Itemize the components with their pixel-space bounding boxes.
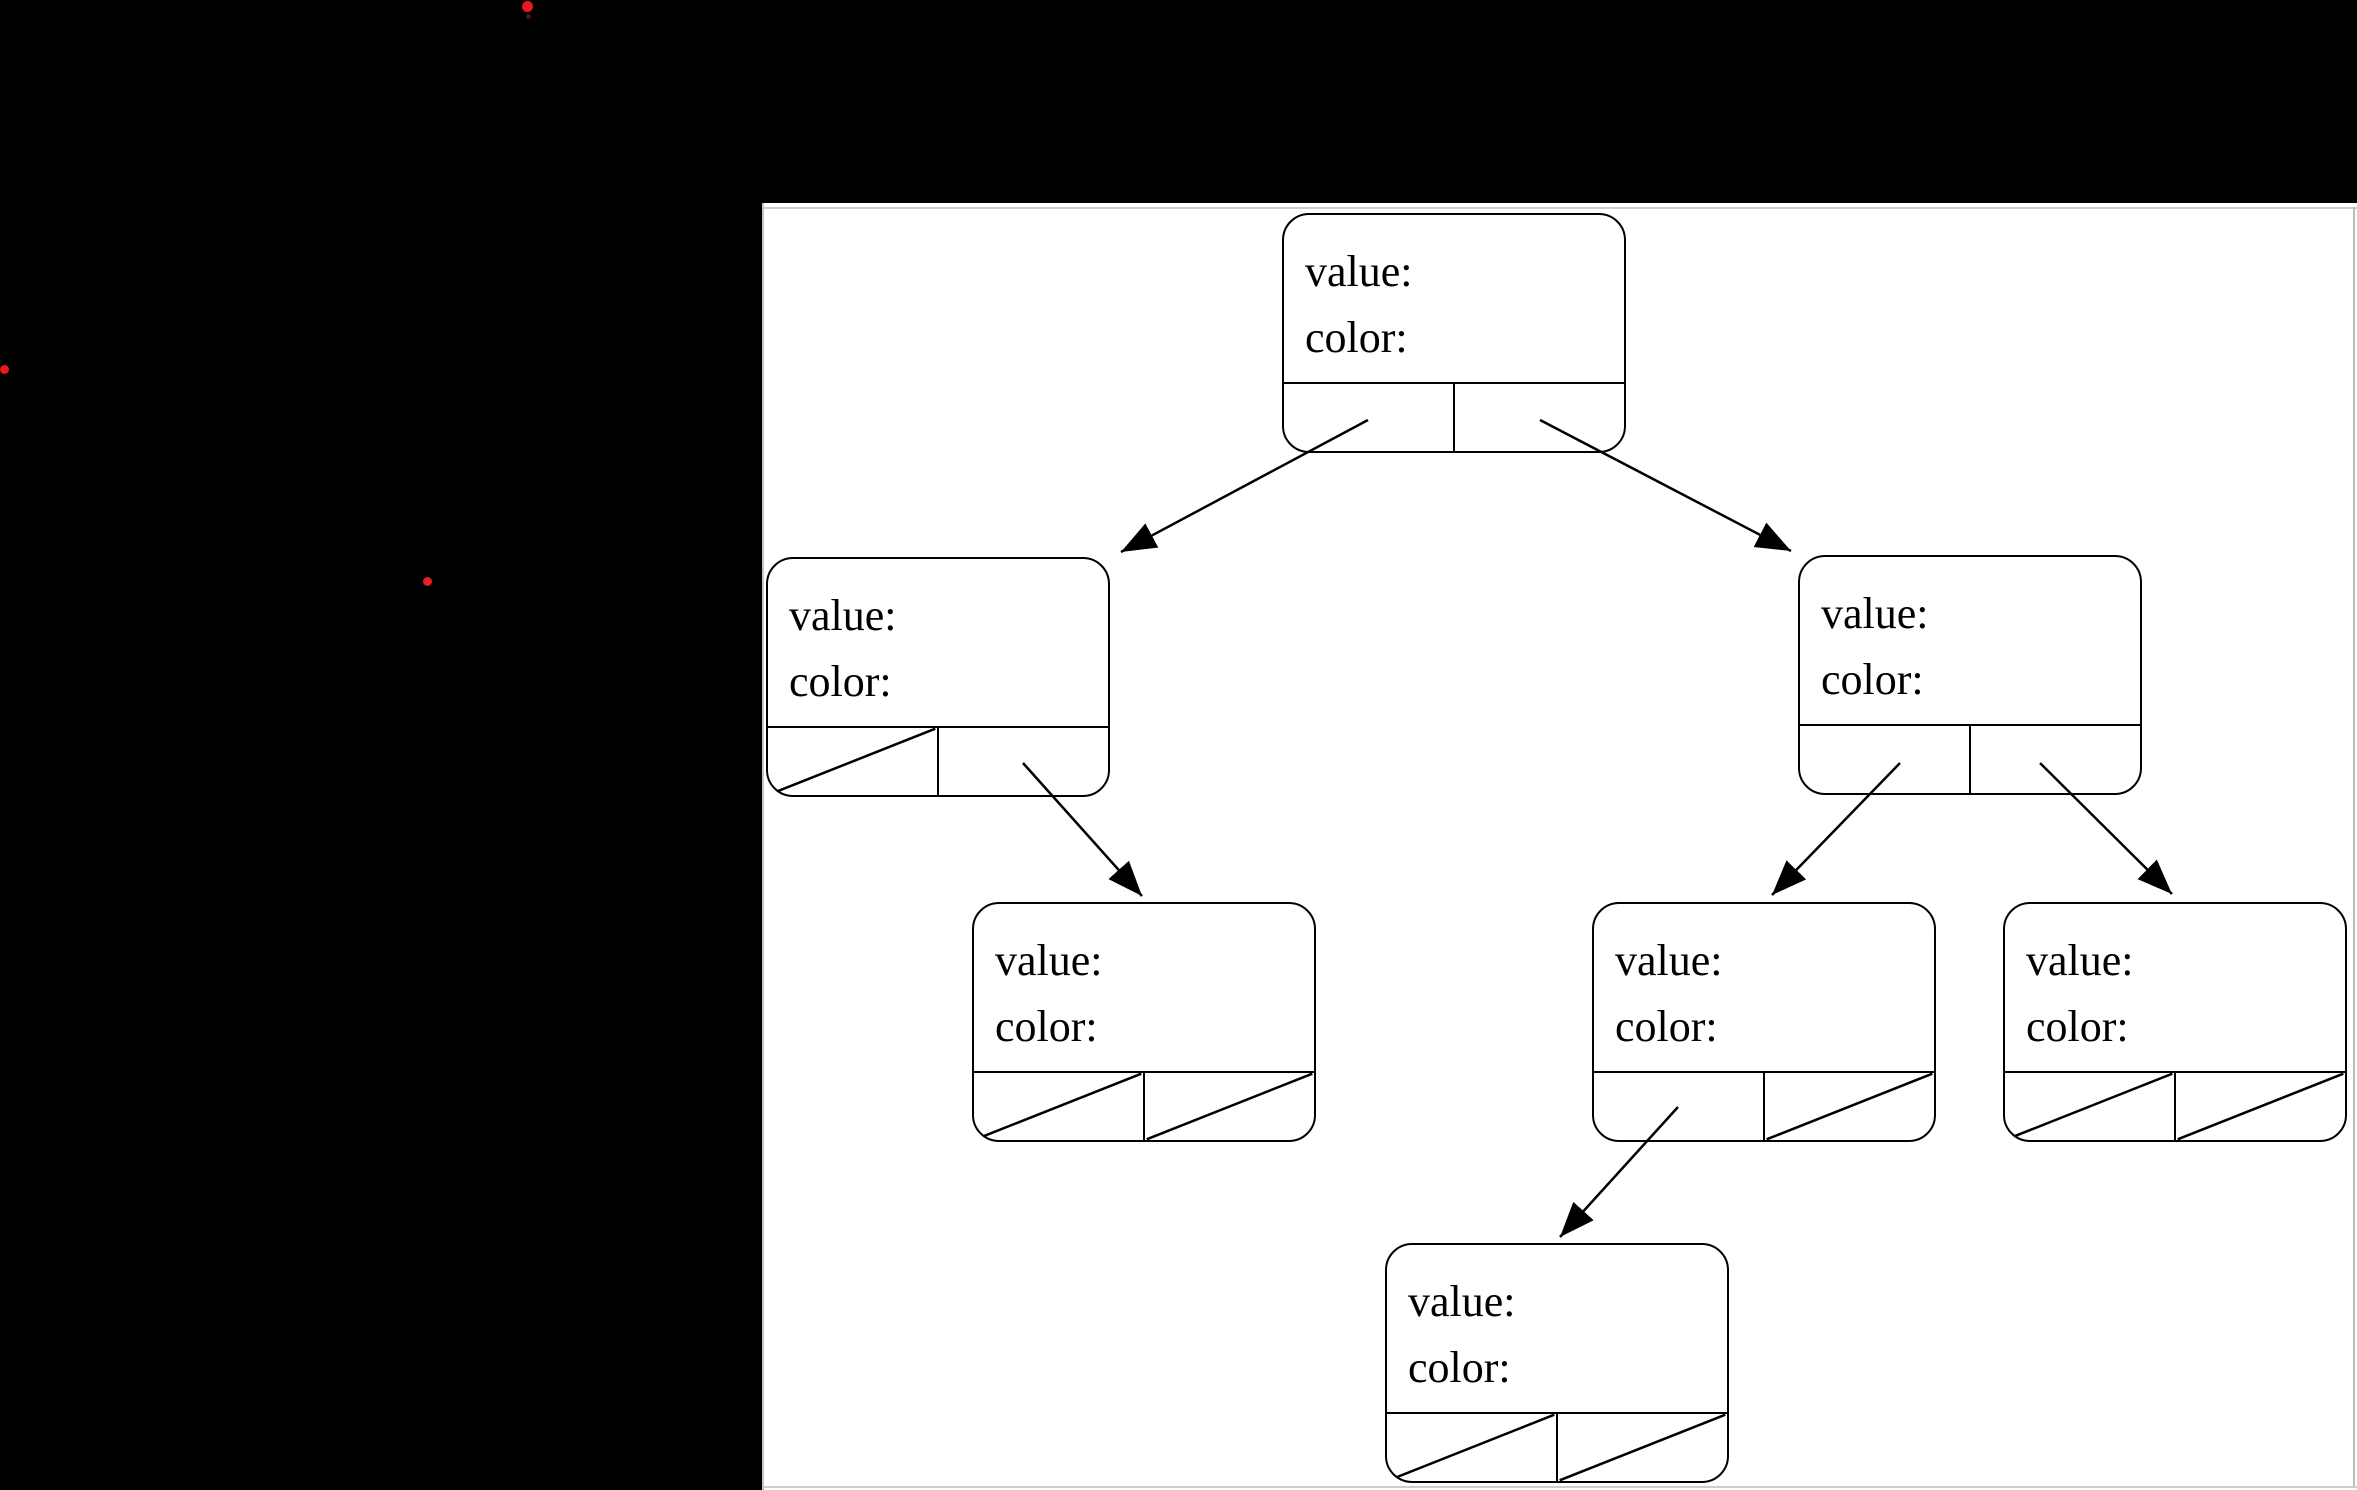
tree-node-left-right: value: color:: [972, 902, 1316, 1142]
right-pointer-cell: [1556, 1414, 1727, 1481]
null-pointer-diagonal: [1558, 1414, 1727, 1481]
node-labels: value: color:: [1615, 928, 1924, 1060]
node-labels: value: color:: [1305, 239, 1614, 371]
tree-node-right-right: value: color:: [2003, 902, 2347, 1142]
right-pointer-cell: [2174, 1073, 2345, 1140]
pointer-row: [974, 1071, 1314, 1140]
left-pointer-cell: [974, 1073, 1143, 1140]
right-pointer-cell: [1763, 1073, 1934, 1140]
left-pointer-cell: [1387, 1414, 1556, 1481]
value-label: value:: [1408, 1277, 1516, 1326]
right-pointer-cell: [1969, 726, 2140, 793]
value-label: value:: [1305, 247, 1413, 296]
right-pointer-cell: [937, 728, 1108, 795]
canvas-top-hairline: [764, 207, 2357, 209]
dot-top-small: [525, 13, 531, 19]
tree-node-right: value: color:: [1798, 555, 2142, 795]
pointer-row: [1800, 724, 2140, 793]
pointer-row: [768, 726, 1108, 795]
color-label: color:: [1821, 655, 1924, 704]
node-labels: value: color:: [2026, 928, 2335, 1060]
color-label: color:: [1408, 1343, 1511, 1392]
color-label: color:: [2026, 1002, 2129, 1051]
node-labels: value: color:: [789, 583, 1098, 715]
pointer-row: [1284, 382, 1624, 451]
tree-node-right-left-left: value: color:: [1385, 1243, 1729, 1483]
value-label: value:: [2026, 936, 2134, 985]
pointer-row: [1387, 1412, 1727, 1481]
dot-left: [0, 364, 9, 374]
value-label: value:: [1821, 589, 1929, 638]
left-pointer-cell: [768, 728, 937, 795]
null-pointer-diagonal: [2005, 1073, 2174, 1140]
color-label: color:: [1305, 313, 1408, 362]
left-pointer-cell: [2005, 1073, 2174, 1140]
value-label: value:: [1615, 936, 1723, 985]
node-labels: value: color:: [1408, 1269, 1717, 1401]
canvas-bottom-hairline: [764, 1486, 2357, 1488]
color-label: color:: [789, 657, 892, 706]
value-label: value:: [789, 591, 897, 640]
null-pointer-diagonal: [768, 728, 937, 795]
color-label: color:: [995, 1002, 1098, 1051]
left-pointer-cell: [1800, 726, 1969, 793]
tree-node-left: value: color:: [766, 557, 1110, 797]
null-pointer-diagonal: [1765, 1073, 1934, 1140]
null-pointer-diagonal: [1145, 1073, 1314, 1140]
right-pointer-cell: [1143, 1073, 1314, 1140]
dot-top: [521, 0, 533, 12]
node-labels: value: color:: [995, 928, 1304, 1060]
node-labels: value: color:: [1821, 581, 2130, 713]
right-pointer-cell: [1453, 384, 1624, 451]
null-pointer-diagonal: [1387, 1414, 1556, 1481]
color-label: color:: [1615, 1002, 1718, 1051]
tree-node-root: value: color:: [1282, 213, 1626, 453]
left-pointer-cell: [1284, 384, 1453, 451]
dot-middle: [422, 576, 432, 586]
null-pointer-diagonal: [2176, 1073, 2345, 1140]
null-pointer-diagonal: [974, 1073, 1143, 1140]
value-label: value:: [995, 936, 1103, 985]
canvas-right-hairline: [2353, 207, 2355, 1488]
left-pointer-cell: [1594, 1073, 1763, 1140]
pointer-row: [1594, 1071, 1934, 1140]
pointer-row: [2005, 1071, 2345, 1140]
tree-node-right-left: value: color:: [1592, 902, 1936, 1142]
